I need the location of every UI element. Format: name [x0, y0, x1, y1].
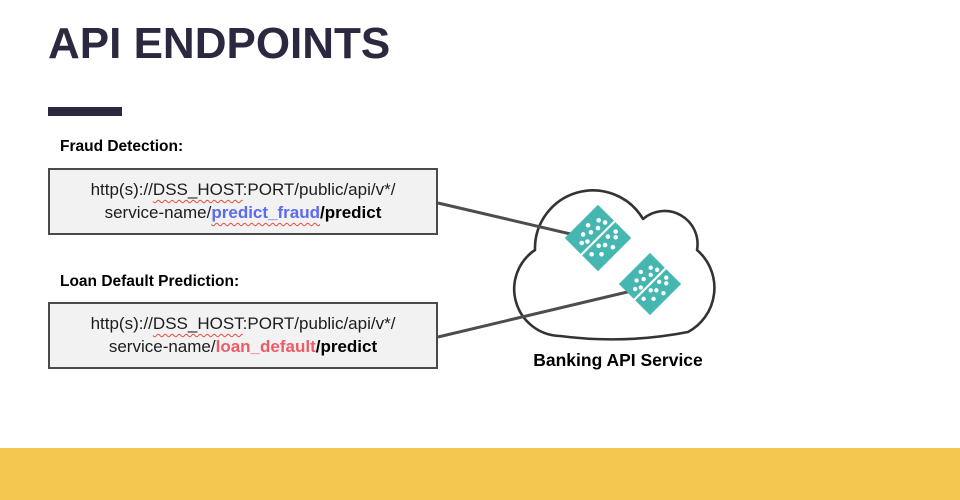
connector-line-fraud — [437, 201, 593, 241]
url-scheme: http(s):// — [90, 314, 153, 333]
fraud-endpoint-url-box: http(s)://DSS_HOST:PORT/public/api/v*/ s… — [48, 168, 438, 235]
banking-api-service-label: Banking API Service — [533, 350, 703, 370]
url-service-name: service-name/ — [108, 337, 216, 356]
title-underline-rule — [48, 107, 122, 116]
url-host: DSS_HOST — [152, 180, 243, 199]
loan-default-label: Loan Default Prediction: — [60, 273, 240, 290]
url-endpoint-loan-default: loan_default — [215, 337, 316, 356]
footer-accent-bar — [0, 448, 960, 500]
url-scheme: http(s):// — [90, 180, 153, 199]
loan-endpoint-url-box: http(s)://DSS_HOST:PORT/public/api/v*/ s… — [48, 302, 438, 369]
page-title: API ENDPOINTS — [48, 19, 391, 68]
url-service-name: service-name/ — [104, 203, 212, 222]
domino-icon — [618, 252, 682, 316]
url-predict-suffix: /predict — [320, 203, 382, 222]
url-host: DSS_HOST — [152, 314, 243, 333]
url-predict-suffix: /predict — [315, 337, 378, 356]
connector-line-loan — [437, 286, 645, 339]
fraud-detection-label: Fraud Detection: — [60, 138, 184, 155]
cloud-icon — [512, 189, 716, 341]
url-path: :PORT/public/api/v*/ — [242, 180, 396, 199]
url-endpoint-predict-fraud: predict_fraud — [211, 203, 320, 222]
url-path: :PORT/public/api/v*/ — [242, 314, 396, 333]
domino-icon — [564, 204, 632, 272]
